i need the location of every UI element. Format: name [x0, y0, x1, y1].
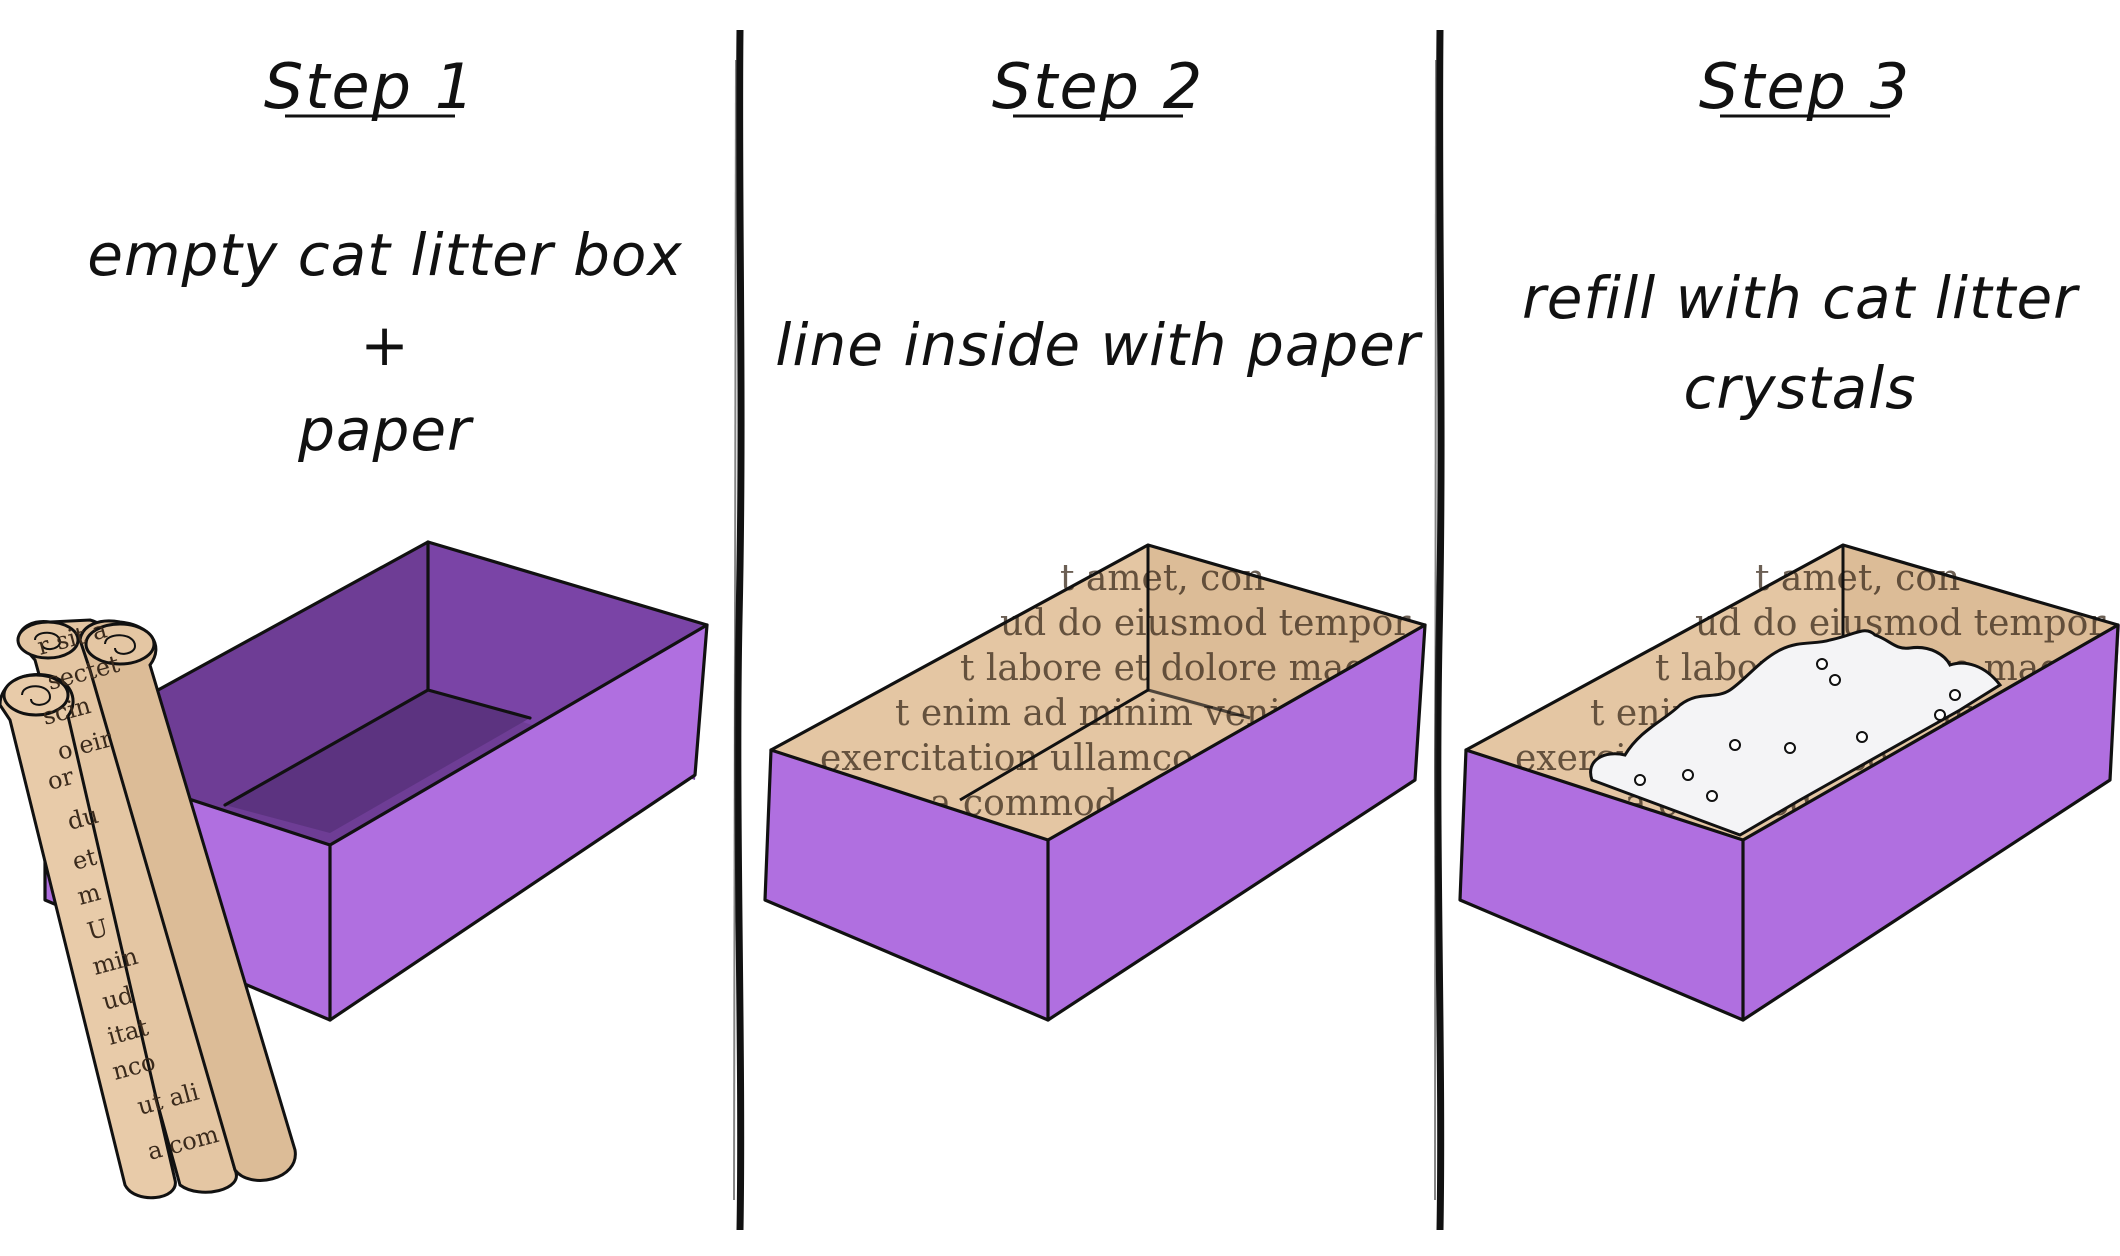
step-2-caption-line-1: line inside with paper	[775, 311, 1423, 379]
step-3-litter-crystals-icon	[1589, 629, 2003, 837]
crystal-dot	[1856, 731, 1868, 743]
step-1-title: Step 1	[264, 50, 476, 123]
step-1-caption-line-2: +	[360, 311, 410, 379]
crystal-dot	[1729, 739, 1741, 751]
step-1-caption-line-3: paper	[297, 396, 474, 464]
step-3-caption-line-1: refill with cat litter	[1522, 264, 2080, 332]
paper-text-line: t amet, con	[1060, 558, 1265, 599]
crystal-dot	[1634, 774, 1646, 786]
step-1-caption-line-1: empty cat litter box	[87, 221, 682, 289]
column-divider-2	[1434, 29, 1445, 1231]
svg-text:Step 1: Step 1	[264, 50, 476, 123]
crystal-dot	[1829, 674, 1841, 686]
svg-text:Step 2: Step 2	[992, 50, 1204, 123]
paper-text-line: ud do eiusmod tempor	[1000, 603, 1411, 644]
paper-text-line: ud do eiusmod tempor	[1695, 603, 2106, 644]
paper-text-line: t amet, con	[1755, 558, 1960, 599]
step-3-caption-line-2: crystals	[1684, 354, 1917, 422]
crystal-dot	[1949, 689, 1961, 701]
step-3-crystal-dots	[1634, 658, 1961, 802]
crystal-dot	[1816, 658, 1828, 670]
step-3-title: Step 3	[1699, 50, 1911, 123]
crystal-dot	[1682, 769, 1694, 781]
svg-text:Step 3: Step 3	[1699, 50, 1911, 123]
crystal-dot	[1784, 742, 1796, 754]
crystal-dot	[1934, 709, 1946, 721]
column-divider-1	[733, 29, 745, 1231]
crystal-dot	[1706, 790, 1718, 802]
step-2-title: Step 2	[992, 50, 1204, 123]
